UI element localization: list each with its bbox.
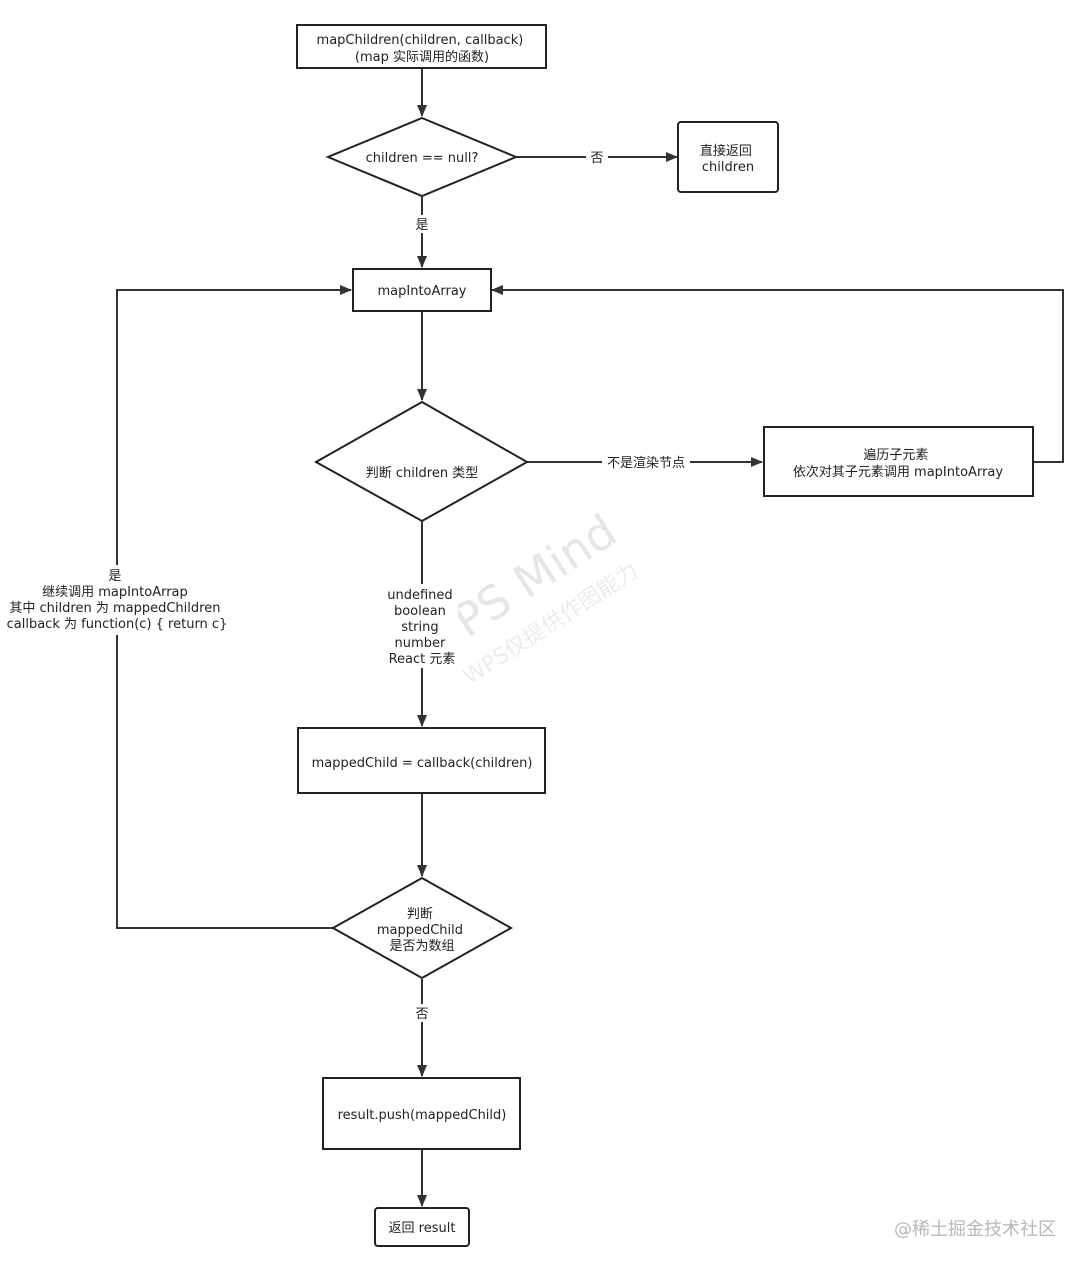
label-array-yes-line: callback 为 function(c) { return c}: [7, 617, 228, 632]
label-child-types: undefined boolean string number React 元素: [387, 588, 457, 667]
label-array-yes: 是 继续调用 mapIntoArrap 其中 children 为 mapped…: [7, 569, 228, 632]
edge-iterate-loop-back: [491, 285, 1064, 463]
label-array-no: 否: [415, 1007, 428, 1022]
edge-labels: 否 是 不是渲染节点 undefined boolean string numb…: [7, 148, 690, 1022]
node-result-push: result.push(mappedChild): [322, 1077, 521, 1150]
node-return-children: 直接返回 children: [677, 121, 779, 193]
node-text-line: children: [702, 160, 754, 175]
node-text-line: 返回 result: [389, 1221, 456, 1236]
node-text-line: mappedChild = callback(children): [312, 756, 533, 771]
node-mapped-child-callback: mappedChild = callback(children): [297, 727, 546, 794]
node-text-line: children == null?: [366, 151, 479, 166]
node-text-line: 是否为数组: [389, 939, 454, 954]
label-type-line: boolean: [394, 604, 446, 619]
label-type-line: React 元素: [389, 652, 456, 667]
node-text-line: 直接返回: [700, 143, 752, 159]
node-text-line: mapChildren(children, callback): [317, 33, 524, 48]
node-map-into-array: mapIntoArray: [352, 268, 492, 312]
svg-text:mapChildren(children, callback: mapChildren(children, callback) (map 实际调…: [317, 33, 528, 65]
node-text-line: mapIntoArray: [377, 284, 466, 299]
svg-text:遍历子元素 依次对其子元素调用 mapIntoA: 遍历子元素 依次对其子元素调用 mapIntoArray: [793, 447, 1003, 480]
juejin-watermark: @稀土掘金技术社区: [894, 1219, 1056, 1240]
node-text-line: 判断: [407, 907, 433, 922]
label-null-yes: 是: [415, 218, 428, 233]
node-text-line: (map 实际调用的函数): [355, 49, 489, 65]
node-text-line: 遍历子元素: [863, 447, 928, 463]
node-text-line: 判断 children 类型: [366, 466, 478, 481]
label-type-line: undefined: [387, 588, 452, 603]
node-text-line: result.push(mappedChild): [338, 1108, 507, 1123]
label-null-no: 否: [590, 151, 603, 166]
label-type-line: number: [395, 636, 446, 651]
label-array-yes-line: 继续调用 mapIntoArrap: [42, 585, 188, 600]
node-iterate-children: 遍历子元素 依次对其子元素调用 mapIntoArray: [763, 426, 1034, 497]
node-text-line: 依次对其子元素调用 mapIntoArray: [793, 464, 1003, 480]
node-return-result: 返回 result: [374, 1207, 470, 1247]
label-array-yes-line: 是: [108, 569, 121, 584]
node-children-null-check: children == null?: [325, 116, 519, 198]
label-not-render-node: 不是渲染节点: [607, 456, 685, 471]
label-type-line: string: [401, 620, 438, 635]
svg-text:判断 mappedChild 是否为: 判断 mappedChild 是否为数组: [377, 907, 467, 954]
node-judge-children-type: 判断 children 类型: [313, 400, 530, 523]
node-text-line: mappedChild: [377, 923, 463, 938]
connectors: [116, 69, 1064, 1207]
node-judge-mapped-child-array: 判断 mappedChild 是否为数组: [330, 876, 514, 980]
label-array-yes-line: 其中 children 为 mappedChildren: [9, 601, 220, 616]
node-map-children: mapChildren(children, callback) (map 实际调…: [296, 24, 547, 69]
svg-text:直接返回 children: 直接返回 children: [700, 143, 756, 175]
